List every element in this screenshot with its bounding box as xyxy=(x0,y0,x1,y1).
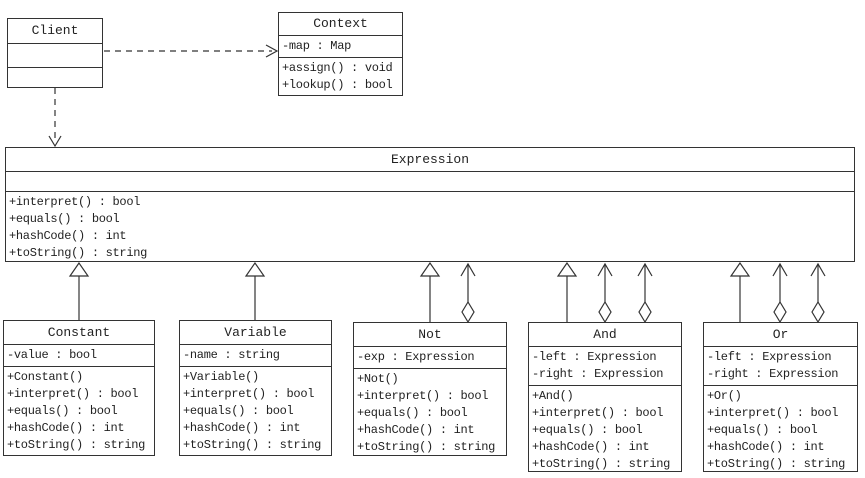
class-methods: +And() +interpret() : bool +equals() : boo… xyxy=(529,386,681,471)
member-line: +equals() : bool xyxy=(9,212,120,226)
member-line: +toString() : string xyxy=(532,457,671,471)
member-line: -name : string xyxy=(183,348,280,362)
class-methods xyxy=(8,68,102,87)
member-line: +equals() : bool xyxy=(357,406,468,420)
class-attributes: -map : Map xyxy=(279,36,402,58)
member-line: +Constant() xyxy=(7,370,83,384)
class-attributes: -exp : Expression xyxy=(354,347,506,369)
aggregation-or-right-expression xyxy=(810,262,826,324)
member-line: +equals() : bool xyxy=(532,423,643,437)
dependency-client-expression xyxy=(48,88,62,148)
member-line: -exp : Expression xyxy=(357,350,475,364)
member-line: +hashCode() : int xyxy=(532,440,650,454)
member-line: +assign() : void xyxy=(282,61,393,75)
generalization-variable-expression xyxy=(244,261,266,320)
class-attributes xyxy=(6,172,854,192)
class-title: Client xyxy=(8,19,102,44)
member-line: +equals() : bool xyxy=(7,404,118,418)
aggregation-or-left-expression xyxy=(772,262,788,324)
generalization-or-expression xyxy=(729,261,751,322)
aggregation-and-right-expression xyxy=(637,262,653,324)
class-attributes: -left : Expression -right : Expression xyxy=(529,347,681,386)
member-line: +Not() xyxy=(357,372,399,386)
member-line: +hashCode() : int xyxy=(183,421,301,435)
member-line: +interpret() : bool xyxy=(357,389,489,403)
member-line: +hashCode() : int xyxy=(7,421,125,435)
class-methods: +Constant() +interpret() : bool +equals() … xyxy=(4,367,154,455)
member-line: +lookup() : bool xyxy=(282,78,393,92)
member-line: -right : Expression xyxy=(532,367,664,381)
member-line: +hashCode() : int xyxy=(9,229,127,243)
member-line: +interpret() : bool xyxy=(707,406,839,420)
class-attributes: -left : Expression -right : Expression xyxy=(704,347,857,386)
member-line: +toString() : string xyxy=(707,457,846,471)
aggregation-not-expression xyxy=(460,262,476,324)
class-not[interactable]: Not -exp : Expression +Not() +interpret()… xyxy=(353,322,507,456)
member-line: +equals() : bool xyxy=(183,404,294,418)
class-variable[interactable]: Variable -name : string +Variable() +inte… xyxy=(179,320,332,456)
class-methods: +Or() +interpret() : bool +equals() : bool… xyxy=(704,386,857,471)
member-line: +interpret() : bool xyxy=(7,387,139,401)
class-client[interactable]: Client xyxy=(7,18,103,88)
class-methods: +Variable() +interpret() : bool +equals() … xyxy=(180,367,331,455)
class-expression[interactable]: Expression +interpret() : bool +equals() … xyxy=(5,147,855,262)
class-attributes: -name : string xyxy=(180,345,331,367)
class-title: And xyxy=(529,323,681,347)
member-line: +equals() : bool xyxy=(707,423,818,437)
member-line: -right : Expression xyxy=(707,367,839,381)
member-line: +interpret() : bool xyxy=(9,195,141,209)
class-attributes: -value : bool xyxy=(4,345,154,367)
class-title: Context xyxy=(279,13,402,36)
member-line: +toString() : string xyxy=(7,438,146,452)
generalization-and-expression xyxy=(556,261,578,322)
dependency-client-context xyxy=(104,44,279,58)
member-line: +toString() : string xyxy=(357,440,496,454)
member-line: -map : Map xyxy=(282,39,352,53)
member-line: -left : Expression xyxy=(707,350,832,364)
member-line: +Or() xyxy=(707,389,742,403)
aggregation-and-left-expression xyxy=(597,262,613,324)
member-line: -value : bool xyxy=(7,348,97,362)
member-line: +Variable() xyxy=(183,370,259,384)
member-line: +interpret() : bool xyxy=(532,406,664,420)
member-line: +toString() : string xyxy=(9,246,148,260)
class-methods: +Not() +interpret() : bool +equals() : boo… xyxy=(354,369,506,455)
member-line: +And() xyxy=(532,389,574,403)
class-or[interactable]: Or -left : Expression -right : Expression… xyxy=(703,322,858,472)
class-methods: +interpret() : bool +equals() : bool +hash… xyxy=(6,192,854,261)
class-title: Or xyxy=(704,323,857,347)
member-line: +interpret() : bool xyxy=(183,387,315,401)
member-line: -left : Expression xyxy=(532,350,657,364)
class-title: Variable xyxy=(180,321,331,345)
class-title: Not xyxy=(354,323,506,347)
generalization-constant-expression xyxy=(68,261,90,320)
generalization-not-expression xyxy=(419,261,441,322)
class-and[interactable]: And -left : Expression -right : Expressio… xyxy=(528,322,682,472)
member-line: +hashCode() : int xyxy=(357,423,475,437)
class-constant[interactable]: Constant -value : bool +Constant() +inter… xyxy=(3,320,155,456)
class-attributes xyxy=(8,44,102,68)
class-title: Expression xyxy=(6,148,854,172)
member-line: +toString() : string xyxy=(183,438,322,452)
class-title: Constant xyxy=(4,321,154,345)
member-line: +hashCode() : int xyxy=(707,440,825,454)
class-context[interactable]: Context -map : Map +assign() : void +look… xyxy=(278,12,403,96)
class-methods: +assign() : void +lookup() : bool xyxy=(279,58,402,95)
